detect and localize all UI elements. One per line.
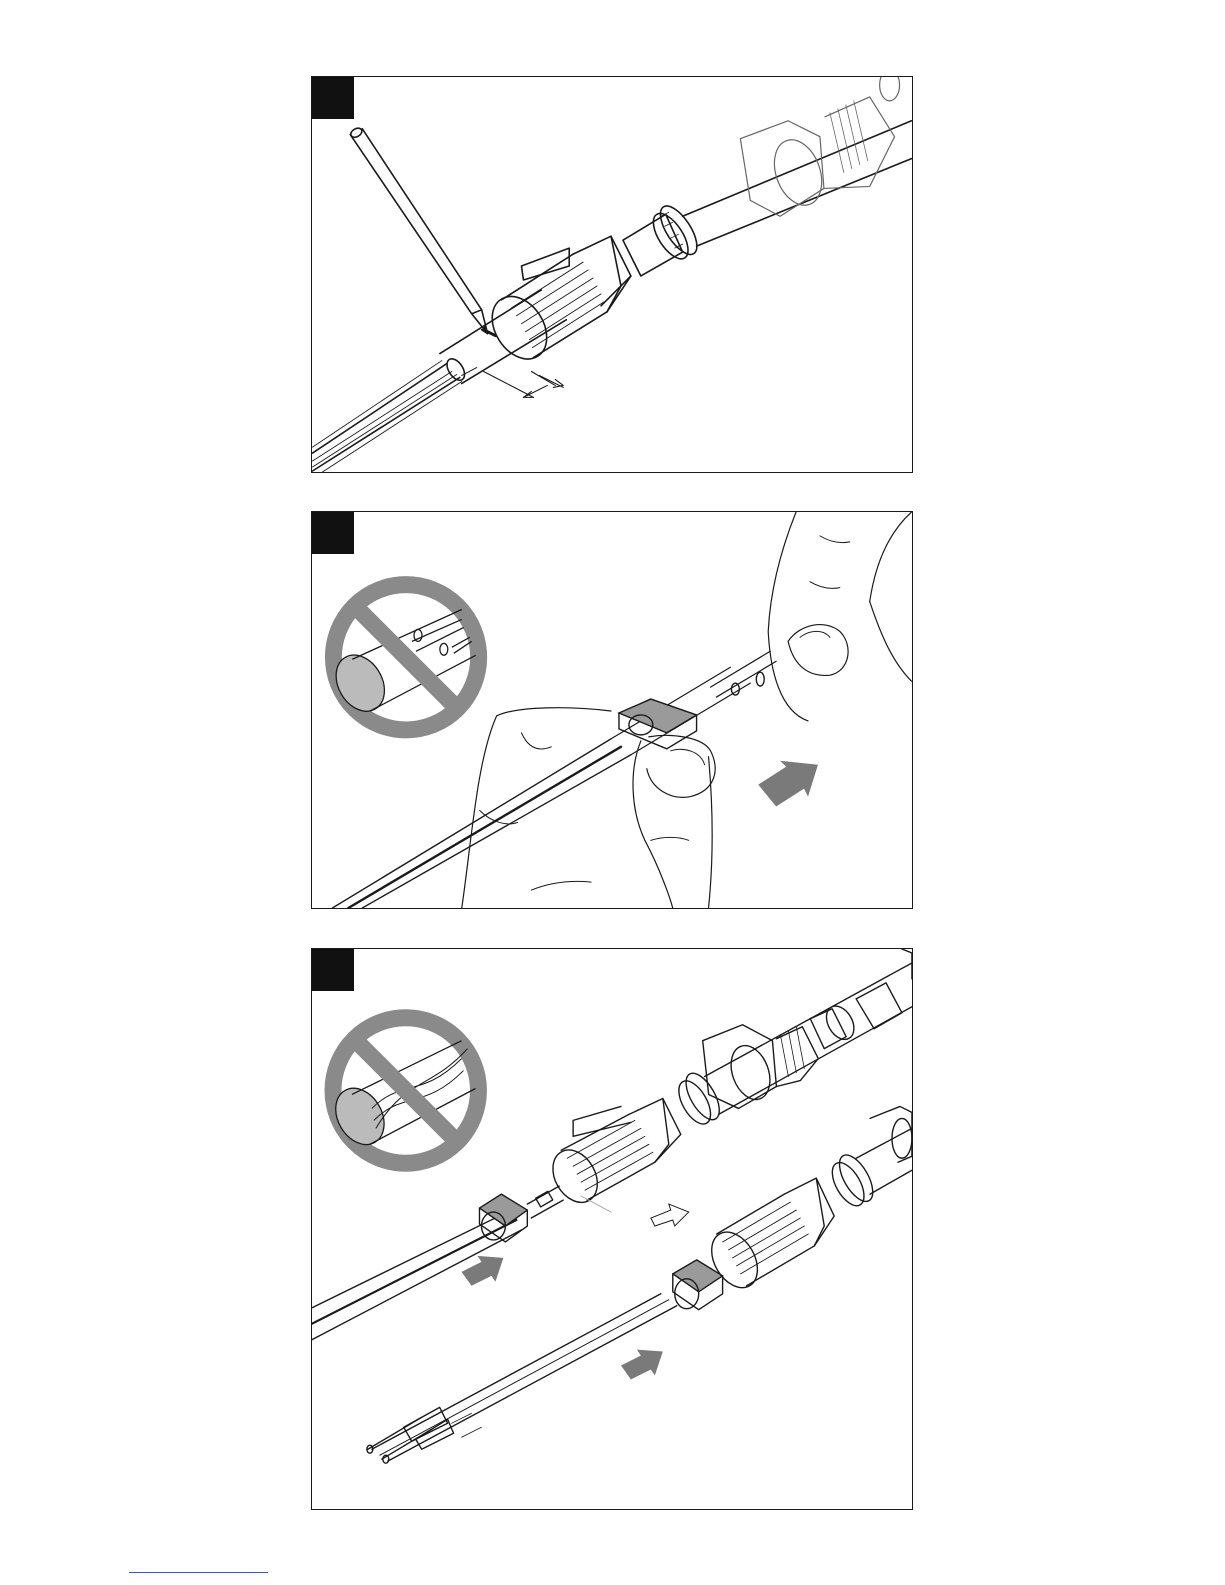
push-arrow	[758, 761, 818, 807]
instruction-panel-3	[311, 948, 913, 1510]
outline-direction-arrow	[651, 1204, 689, 1226]
upper-nut	[703, 949, 912, 1108]
left-hand	[462, 708, 715, 908]
compression-ring	[619, 699, 697, 749]
cable-right	[683, 121, 912, 246]
footer-link-underline[interactable]	[129, 1572, 268, 1573]
upper-stripped-end	[527, 1186, 563, 1218]
prohibition-sign	[326, 585, 478, 730]
pencil	[349, 126, 495, 335]
illustration-slide-ring	[312, 512, 912, 908]
step-number-badge-3	[312, 949, 354, 991]
step-number-badge-2	[312, 512, 354, 554]
lower-nut	[870, 1106, 912, 1162]
push-arrow-lower	[621, 1350, 663, 1380]
flat-heating-cable	[332, 651, 776, 908]
step-number-badge-1	[312, 77, 354, 119]
lower-ring	[673, 1260, 723, 1310]
right-hand	[768, 512, 911, 721]
instruction-panel-1	[311, 76, 913, 473]
illustration-mark-insulation	[312, 77, 912, 472]
illustration-insert-cable	[312, 949, 912, 1509]
dimension-marker	[484, 372, 564, 398]
stripped-cable	[313, 356, 469, 472]
lower-gland	[702, 1128, 912, 1295]
prohibition-sign	[326, 1018, 479, 1163]
cable-gland-body	[481, 200, 704, 369]
push-arrow-upper	[462, 1256, 504, 1286]
instruction-panel-2	[311, 511, 913, 909]
